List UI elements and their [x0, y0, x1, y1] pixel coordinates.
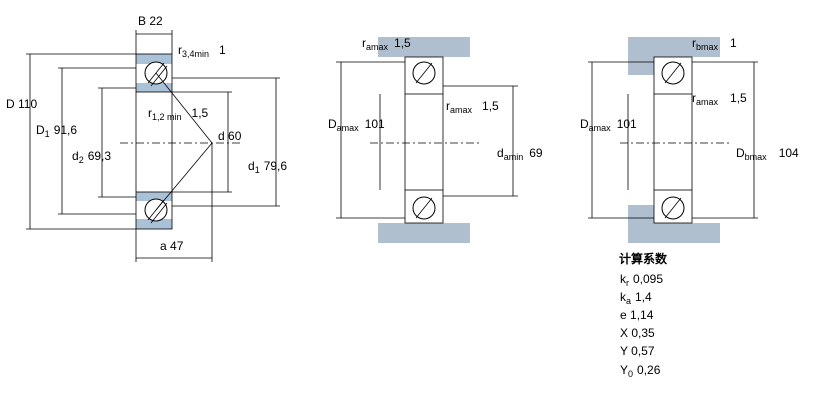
- factor-e: e 1,14: [620, 308, 654, 322]
- housing-bottom: [628, 223, 720, 243]
- housing-bottom: [378, 223, 470, 243]
- housing-top: [378, 37, 470, 57]
- housing-bottom-left: [628, 205, 654, 223]
- abutment-view-b: [588, 37, 758, 243]
- calc-title: 计算系数: [619, 251, 668, 266]
- outer-ring-bottom: [136, 219, 172, 229]
- inner-ring-top: [136, 83, 172, 92]
- housing-top: [628, 37, 720, 57]
- dim-a-label: a 47: [160, 239, 184, 253]
- dim-d-label: d 60: [218, 129, 242, 143]
- factor-Y: Y 0,57: [620, 344, 655, 358]
- factor-X: X 0,35: [620, 326, 655, 340]
- housing-top-left: [628, 57, 654, 75]
- bearing-section-view: [26, 30, 280, 262]
- dim-D-label: D 110: [6, 97, 37, 111]
- inner-ring-bottom: [136, 192, 172, 201]
- dim-B-label: B 22: [138, 14, 163, 28]
- outer-ring-top: [136, 54, 172, 64]
- abutment-view: [336, 37, 518, 243]
